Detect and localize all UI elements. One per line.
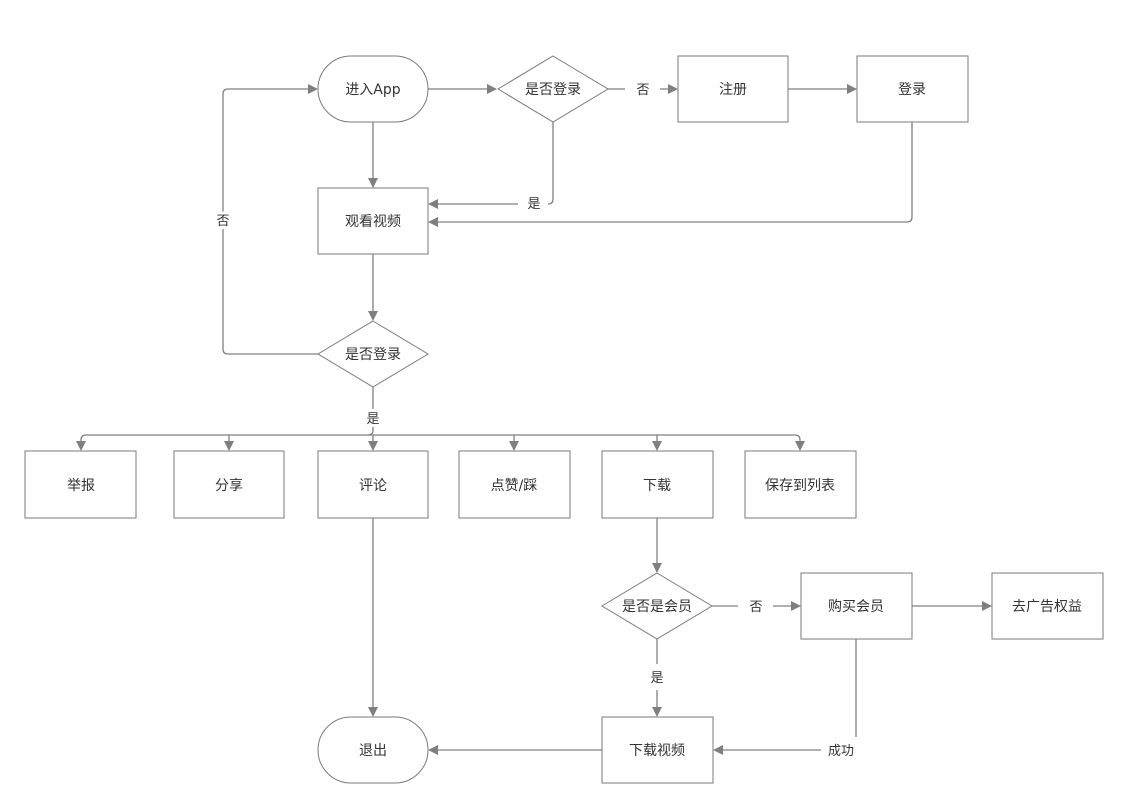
node-watch-video[interactable]: 观看视频 — [317, 187, 429, 255]
node-login-check-top-label: 是否登录 — [525, 82, 581, 98]
arrow-head — [668, 84, 678, 94]
arrow-head — [652, 441, 662, 451]
edge-check-down — [367, 387, 374, 436]
node-exit-label: 退出 — [359, 743, 387, 759]
node-download[interactable]: 下载 — [601, 450, 714, 519]
node-login-check-mid-label: 是否登录 — [345, 347, 401, 363]
arrow-head — [652, 707, 662, 717]
node-login-check-top[interactable]: 是否登录 — [497, 55, 609, 123]
arrow-head — [509, 441, 519, 451]
node-download-label: 下载 — [643, 478, 671, 494]
edge-bus-left-cap — [80, 434, 87, 442]
label-member-no: 否 — [749, 600, 762, 615]
arrow-head — [368, 178, 378, 188]
node-ad-free-label: 去广告权益 — [1012, 599, 1082, 615]
nodes: 进入App 是否登录 注册 登录 观看视频 是否登录 — [24, 55, 1104, 784]
arrow-head — [795, 441, 805, 451]
node-login[interactable]: 登录 — [856, 55, 969, 123]
node-watch-video-label: 观看视频 — [345, 214, 401, 230]
arrow-head — [791, 601, 801, 611]
node-save-to-list[interactable]: 保存到列表 — [744, 450, 857, 519]
node-register[interactable]: 注册 — [677, 55, 789, 123]
label-success: 成功 — [828, 744, 854, 759]
arrow-head — [224, 441, 234, 451]
edge-check-to-watch — [437, 122, 554, 205]
label-mid-yes: 是 — [366, 412, 379, 427]
arrow-head — [308, 84, 318, 94]
node-login-label: 登录 — [898, 82, 926, 98]
node-exit[interactable]: 退出 — [317, 716, 429, 784]
node-like-dislike-label: 点赞/踩 — [491, 478, 538, 494]
node-enter-app-label: 进入App — [345, 82, 400, 98]
arrow-head — [652, 563, 662, 573]
arrow-head — [368, 311, 378, 321]
node-comment-label: 评论 — [359, 478, 387, 494]
node-download-video-label: 下载视频 — [629, 743, 685, 759]
node-enter-app[interactable]: 进入App — [317, 55, 429, 123]
label-member-yes: 是 — [650, 671, 663, 686]
node-download-video[interactable]: 下载视频 — [601, 716, 714, 784]
edges — [76, 84, 992, 755]
edge-login-to-watch — [437, 122, 913, 223]
edge-buy-to-downloadvideo — [722, 639, 857, 751]
node-register-label: 注册 — [719, 82, 747, 98]
arrow-head — [368, 441, 378, 451]
node-member-check[interactable]: 是否是会员 — [601, 572, 713, 640]
node-share-label: 分享 — [215, 477, 243, 494]
arrow-head — [368, 707, 378, 717]
node-share[interactable]: 分享 — [173, 450, 285, 519]
node-buy-membership-label: 购买会员 — [828, 599, 884, 615]
edge-bus — [86, 434, 801, 442]
node-ad-free[interactable]: 去广告权益 — [991, 572, 1104, 640]
node-login-check-mid[interactable]: 是否登录 — [317, 320, 429, 388]
node-buy-membership[interactable]: 购买会员 — [800, 572, 913, 640]
arrow-head — [428, 745, 438, 755]
arrow-head — [428, 199, 438, 209]
arrow-head — [76, 441, 86, 451]
edge-labels: 否 是 否 是 否 是 成功 — [213, 83, 854, 759]
label-top-yes: 是 — [527, 197, 540, 212]
arrow-head — [428, 217, 438, 227]
node-report[interactable]: 举报 — [24, 450, 137, 519]
node-report-label: 举报 — [67, 478, 95, 494]
arrow-head — [847, 84, 857, 94]
node-save-to-list-label: 保存到列表 — [765, 478, 835, 494]
edge-check-loop-back — [222, 88, 318, 355]
label-top-no: 否 — [636, 83, 649, 98]
node-like-dislike[interactable]: 点赞/踩 — [458, 450, 571, 519]
arrow-head — [487, 84, 497, 94]
label-mid-no: 否 — [216, 214, 229, 229]
node-member-check-label: 是否是会员 — [622, 599, 692, 615]
node-comment[interactable]: 评论 — [317, 450, 429, 519]
arrow-head — [713, 745, 723, 755]
arrow-head — [982, 601, 992, 611]
